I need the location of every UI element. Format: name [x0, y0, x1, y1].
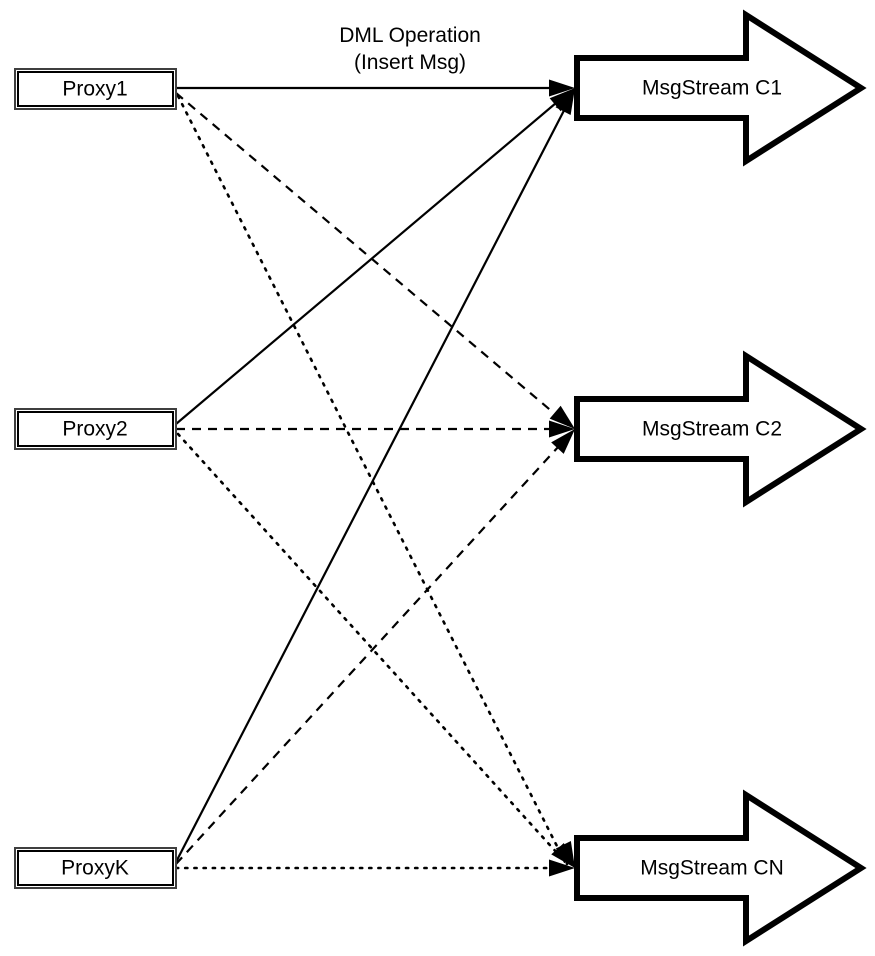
block-arrow-shape: [574, 789, 867, 947]
msgstream-c2-label: MsgStream C2: [642, 418, 782, 441]
proxyk-box: [17, 850, 174, 886]
arrowhead-icon: [549, 88, 575, 112]
arrowhead-icon: [551, 429, 575, 454]
proxy2-box: [17, 411, 174, 447]
edge-proxy2-msgstream-c1[interactable]: [175, 91, 570, 425]
proxy2-label: Proxy2: [62, 418, 127, 441]
msgstream-c2[interactable]: MsgStream C2: [574, 350, 867, 508]
arrowhead-layer: [549, 79, 575, 877]
msgstream-cn[interactable]: MsgStream CN: [574, 789, 867, 947]
msgstream-c1[interactable]: MsgStream C1: [574, 9, 867, 167]
dml-operation-line2: (Insert Msg): [354, 51, 466, 74]
arrowhead-icon: [549, 420, 575, 438]
proxy1-box: [17, 71, 174, 107]
proxyk-node[interactable]: ProxyK: [14, 847, 177, 889]
arrowhead-icon: [549, 405, 575, 429]
edge-proxy1-msgstream-cn[interactable]: [176, 94, 568, 866]
block-arrow-shape: [574, 350, 867, 508]
arrowhead-icon: [555, 88, 575, 115]
proxy1-node[interactable]: Proxy1: [14, 68, 177, 110]
arrowhead-icon: [549, 79, 575, 97]
arrowhead-icon: [551, 843, 575, 868]
proxy2-node[interactable]: Proxy2: [14, 408, 177, 450]
arrowhead-icon: [549, 859, 575, 877]
edge-proxyk-msgstream-c2[interactable]: [175, 433, 571, 865]
block-arrow-shape: [574, 9, 867, 167]
msgstream-c1-label: MsgStream C1: [642, 77, 782, 100]
edge-layer: [174, 86, 573, 870]
dml-operation-annotation: DML Operation (Insert Msg): [339, 24, 481, 74]
proxyk-label: ProxyK: [61, 857, 129, 880]
msgstream-cn-label: MsgStream CN: [640, 857, 784, 880]
edge-proxyk-msgstream-c1[interactable]: [175, 94, 573, 863]
proxy1-label: Proxy1: [62, 78, 127, 101]
dml-operation-line1: DML Operation: [339, 24, 481, 47]
